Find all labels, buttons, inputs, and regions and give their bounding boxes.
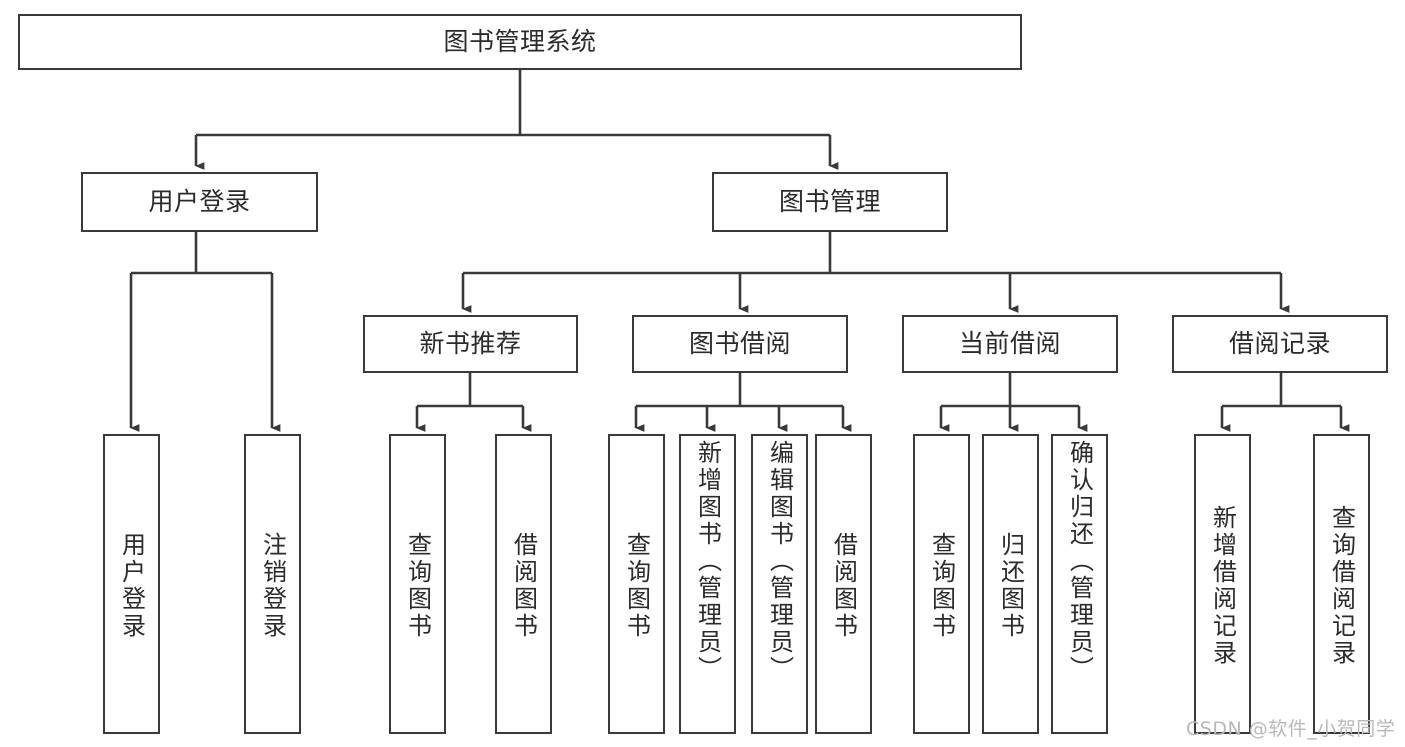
leaf-user-login-logout[interactable]: 注销登录 [244, 434, 301, 734]
node-label: 图书管理系统 [443, 26, 597, 56]
node-label: 查询图书 [622, 532, 651, 640]
node-book-borrow[interactable]: 图书借阅 [632, 315, 848, 373]
node-label: 图书借阅 [688, 328, 791, 358]
node-label: 新增图书（管理员） [693, 440, 722, 683]
node-label: 查询图书 [403, 532, 432, 640]
leaf-borrow-record-add[interactable]: 新增借阅记录 [1194, 434, 1251, 734]
leaf-book-borrow-borrow[interactable]: 借阅图书 [815, 434, 872, 734]
leaf-current-borrow-return[interactable]: 归还图书 [982, 434, 1039, 734]
node-label: 查询借阅记录 [1327, 505, 1356, 667]
node-label: 用户登录 [148, 186, 251, 216]
leaf-borrow-record-query[interactable]: 查询借阅记录 [1313, 434, 1370, 734]
node-root-system[interactable]: 图书管理系统 [18, 14, 1022, 70]
leaf-user-login-login[interactable]: 用户登录 [103, 434, 160, 734]
leaf-book-borrow-add[interactable]: 新增图书（管理员） [679, 434, 736, 734]
node-label: 编辑图书（管理员） [765, 440, 794, 683]
node-label: 图书管理 [778, 186, 881, 216]
leaf-new-book-borrow[interactable]: 借阅图书 [495, 434, 552, 734]
node-current-borrow[interactable]: 当前借阅 [902, 315, 1118, 373]
node-label: 查询图书 [927, 532, 956, 640]
node-label: 新书推荐 [419, 328, 522, 358]
leaf-current-borrow-confirm[interactable]: 确认归还（管理员） [1051, 434, 1108, 734]
node-book-management[interactable]: 图书管理 [712, 172, 948, 232]
node-new-book-recommend[interactable]: 新书推荐 [363, 315, 578, 373]
leaf-new-book-query[interactable]: 查询图书 [389, 434, 446, 734]
leaf-book-borrow-query[interactable]: 查询图书 [608, 434, 665, 734]
leaf-current-borrow-query[interactable]: 查询图书 [913, 434, 970, 734]
node-label: 借阅图书 [829, 532, 858, 640]
leaf-book-borrow-edit[interactable]: 编辑图书（管理员） [751, 434, 808, 734]
node-label: 借阅记录 [1228, 328, 1331, 358]
node-label: 确认归还（管理员） [1065, 440, 1094, 683]
node-label: 当前借阅 [958, 328, 1061, 358]
node-label: 注销登录 [258, 532, 287, 640]
node-label: 新增借阅记录 [1208, 505, 1237, 667]
node-label: 借阅图书 [509, 532, 538, 640]
node-user-login[interactable]: 用户登录 [81, 172, 318, 232]
node-borrow-record[interactable]: 借阅记录 [1172, 315, 1388, 373]
node-label: 归还图书 [996, 532, 1025, 640]
node-label: 用户登录 [117, 532, 146, 640]
